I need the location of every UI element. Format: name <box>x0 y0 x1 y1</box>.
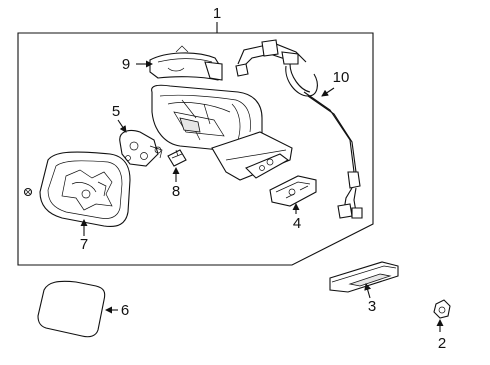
callout-label-3: 3 <box>368 298 376 315</box>
callout-label-4: 4 <box>293 215 301 232</box>
mirror-housing-part <box>151 84 293 181</box>
side-marker-lamp-part <box>329 261 399 293</box>
mirror-cover-part <box>23 151 131 228</box>
callout-10-leader <box>321 87 335 97</box>
nut-fastener-part <box>433 299 451 319</box>
callout-label-6: 6 <box>121 302 129 319</box>
callout-label-9: 9 <box>122 56 130 73</box>
wiring-harness-part <box>235 39 363 219</box>
turn-signal-lamp-part <box>149 45 223 81</box>
callout-5-leader <box>117 119 127 133</box>
assembly-outline <box>17 32 374 266</box>
callout-label-1: 1 <box>213 5 221 22</box>
callout-label-8: 8 <box>172 183 180 200</box>
callout-label-7: 7 <box>80 236 88 253</box>
mirror-glass-part <box>37 280 106 338</box>
callout-label-5: 5 <box>112 103 120 120</box>
retaining-clip-part <box>167 149 187 167</box>
mirror-motor-part <box>119 129 163 167</box>
puddle-lamp-part <box>269 175 317 207</box>
callout-3-leader <box>364 283 372 299</box>
callout-label-10: 10 <box>333 69 350 86</box>
callout-label-2: 2 <box>438 335 446 352</box>
